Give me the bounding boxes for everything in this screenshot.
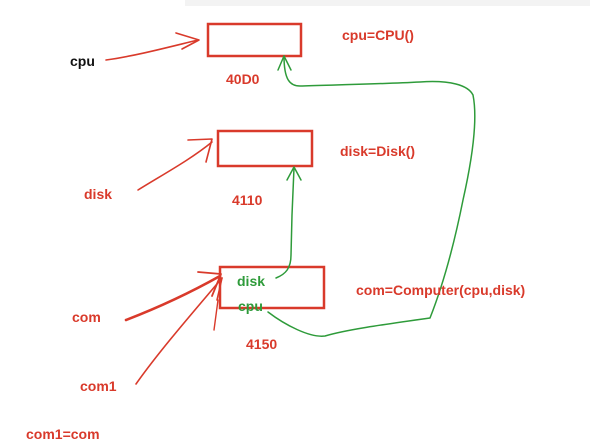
disk-object-box	[216, 129, 314, 168]
top-strip	[185, 0, 590, 6]
com-cpu-field-arrowhead	[277, 55, 292, 71]
computer-address-label: 4150	[246, 336, 278, 352]
assignment-label: com1=com	[26, 426, 100, 442]
com1-ref-arrowhead	[216, 277, 223, 301]
com-disk-field-arrowhead	[286, 166, 302, 181]
disk-address-label: 4110	[232, 192, 263, 208]
computer-object-box	[218, 265, 326, 310]
disk-ref-arrowhead	[187, 138, 213, 163]
disk-ref-arrow	[137, 141, 213, 191]
cpu-ref-arrow	[105, 39, 199, 61]
com-disk-field-arrow	[275, 167, 295, 279]
computer-field-disk: disk	[237, 273, 266, 289]
cpu-address-label: 40D0	[226, 71, 260, 87]
com1-ref-extra-stroke	[213, 299, 219, 331]
computer-field-cpu: cpu	[238, 298, 263, 314]
variable-cpu-label: cpu	[70, 53, 95, 69]
variable-com1-label: com1	[80, 378, 117, 394]
com-ref-arrow	[124, 274, 222, 322]
computer-constructor-label: com=Computer(cpu,disk)	[356, 282, 526, 298]
cpu-object-box	[206, 22, 303, 58]
com-ref-arrowhead	[197, 271, 222, 297]
disk-constructor-label: disk=Disk()	[340, 143, 416, 159]
com1-ref-arrow	[135, 277, 223, 385]
cpu-constructor-label: cpu=CPU()	[342, 27, 414, 43]
variable-disk-label: disk	[84, 186, 113, 202]
cpu-ref-arrowhead	[175, 32, 200, 50]
variable-com-label: com	[72, 309, 101, 325]
com-cpu-field-arrow	[267, 55, 476, 337]
